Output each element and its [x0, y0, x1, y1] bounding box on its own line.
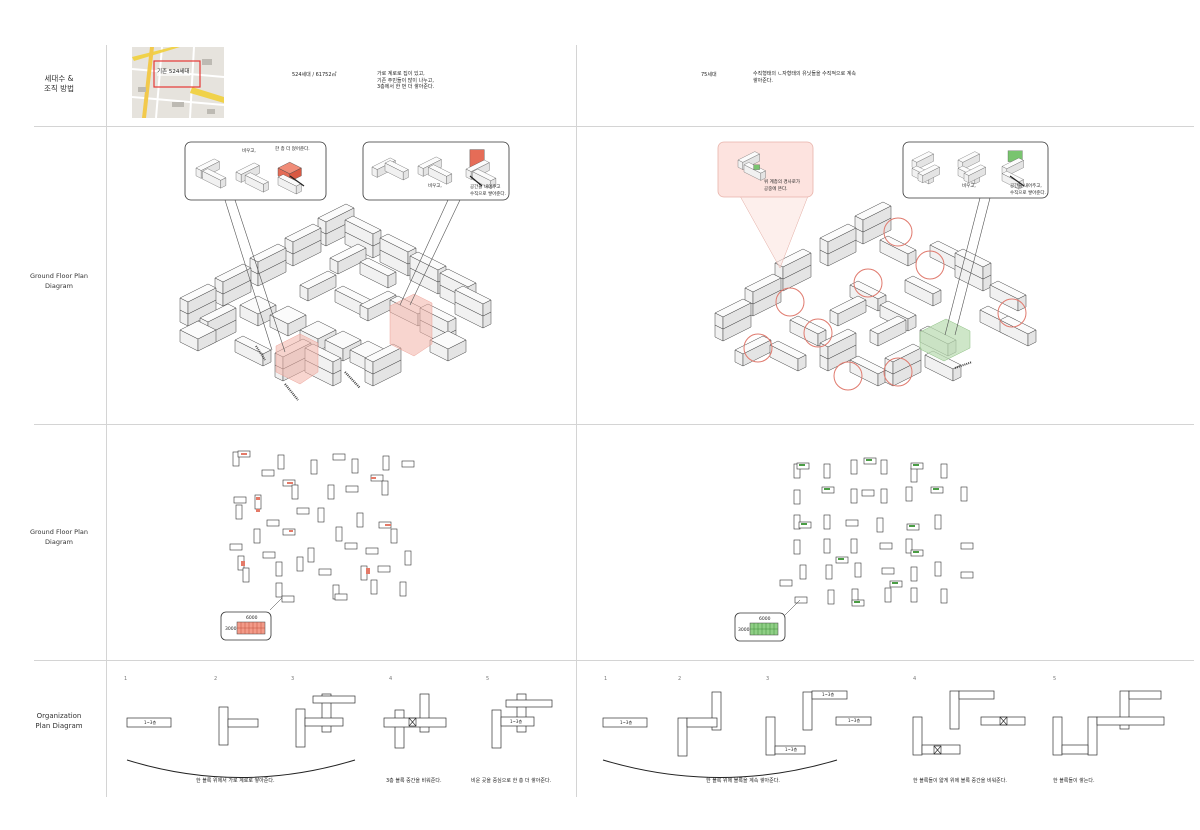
- right-callout-1: [717, 141, 814, 198]
- right-step-3: 3: [766, 676, 770, 682]
- right-step-4: 4: [913, 676, 917, 682]
- left-step-5: 5: [486, 676, 490, 682]
- left-plan-layout: [229, 450, 415, 603]
- right-callout-1-text: 위 계층의 경사로가 공중에 뜬다.: [764, 180, 800, 192]
- right-inset-height: 3000: [738, 627, 750, 633]
- left-inset-height: 3000: [225, 626, 237, 632]
- right-callout-2-text-b: 공간을 내어주고, 수직으로 쌓아준다.: [1010, 184, 1046, 196]
- left-step-label-1: 1~3층: [144, 720, 157, 725]
- site-map-graphic: [132, 47, 224, 118]
- right-inset-width: 6000: [759, 616, 771, 622]
- left-axonometric-cluster: [179, 203, 492, 401]
- right-caption-1: 한 블록 위에 블록을 계속 쌓아준다.: [706, 778, 780, 784]
- left-unit-count: 524세대 / 61752㎡: [292, 72, 337, 78]
- left-callout-2-text-a: 비우고,: [428, 184, 442, 189]
- right-step-1: 1: [604, 676, 608, 682]
- right-caption-3: 한 블록들이 쌓는다.: [1053, 778, 1095, 784]
- site-map-label: 기존 524세대: [157, 69, 190, 76]
- site-map-image: 기존 524세대: [132, 47, 224, 118]
- right-step-label-2: 1~3층: [822, 692, 835, 697]
- right-callout-2-text-a: 비우고,: [962, 184, 976, 189]
- left-callout-1-text-a: 비우고,: [242, 149, 256, 154]
- right-plan-layout: [779, 457, 974, 607]
- row-divider: [34, 424, 1194, 425]
- right-unit-count: 75세대: [701, 72, 717, 78]
- left-callout-1-text-b: 한 층 더 얹어준다.: [275, 147, 310, 152]
- right-organization-steps: [602, 690, 1165, 757]
- right-step-label-4: 1~3층: [785, 747, 798, 752]
- right-axonometric-cluster: [714, 201, 1037, 391]
- left-callout-2-text-b: 공간을 내어주고 수직으로 쌓아준다.: [470, 185, 506, 197]
- center-divider: [576, 45, 577, 797]
- row-divider: [34, 660, 1194, 661]
- right-caption-2: 한 블록들이 얇게 위에 블록 중간을 비워준다.: [913, 778, 1007, 784]
- right-method-text: 수직형태의 ㄴ자형태의 유닛들을 수직적으로 계속 쌓아준다.: [753, 71, 856, 84]
- row-label-organization: Organization Plan Diagram: [35, 712, 83, 730]
- left-step-label-2: 1~3층: [510, 719, 523, 724]
- left-inset-width: 6000: [246, 615, 258, 621]
- left-caption-2: 3층 블록 중간을 비워준다.: [386, 778, 442, 784]
- left-step-4: 4: [389, 676, 393, 682]
- left-organization-steps: [126, 693, 553, 749]
- right-curve-bracket: [602, 759, 838, 778]
- row-label-axonometric: Ground Floor Plan Diagram: [29, 272, 89, 290]
- right-step-label-1: 1~3층: [620, 720, 633, 725]
- left-curve-bracket: [126, 759, 356, 778]
- right-step-5: 5: [1053, 676, 1057, 682]
- right-step-label-3: 1~3층: [848, 718, 861, 723]
- row-label-units: 세대수 & 조직 방법: [44, 74, 74, 93]
- left-step-2: 2: [214, 676, 218, 682]
- label-column-divider: [106, 45, 107, 797]
- row-divider: [34, 126, 1194, 127]
- left-caption-3: 비운 곳을 중심으로 한 층 더 쌓아준다.: [471, 778, 552, 784]
- left-step-3: 3: [291, 676, 295, 682]
- right-step-2: 2: [678, 676, 682, 682]
- left-step-1: 1: [124, 676, 128, 682]
- left-caption-1: 한 블록 위에서 가로 계로로 쌓아준다.: [196, 778, 275, 784]
- left-method-text: 가로 계로로 집이 있고, 기존 주민들이 많이 나누고, 3층에서 한 번 더…: [377, 71, 435, 90]
- row-label-plan: Ground Floor Plan Diagram: [29, 528, 89, 546]
